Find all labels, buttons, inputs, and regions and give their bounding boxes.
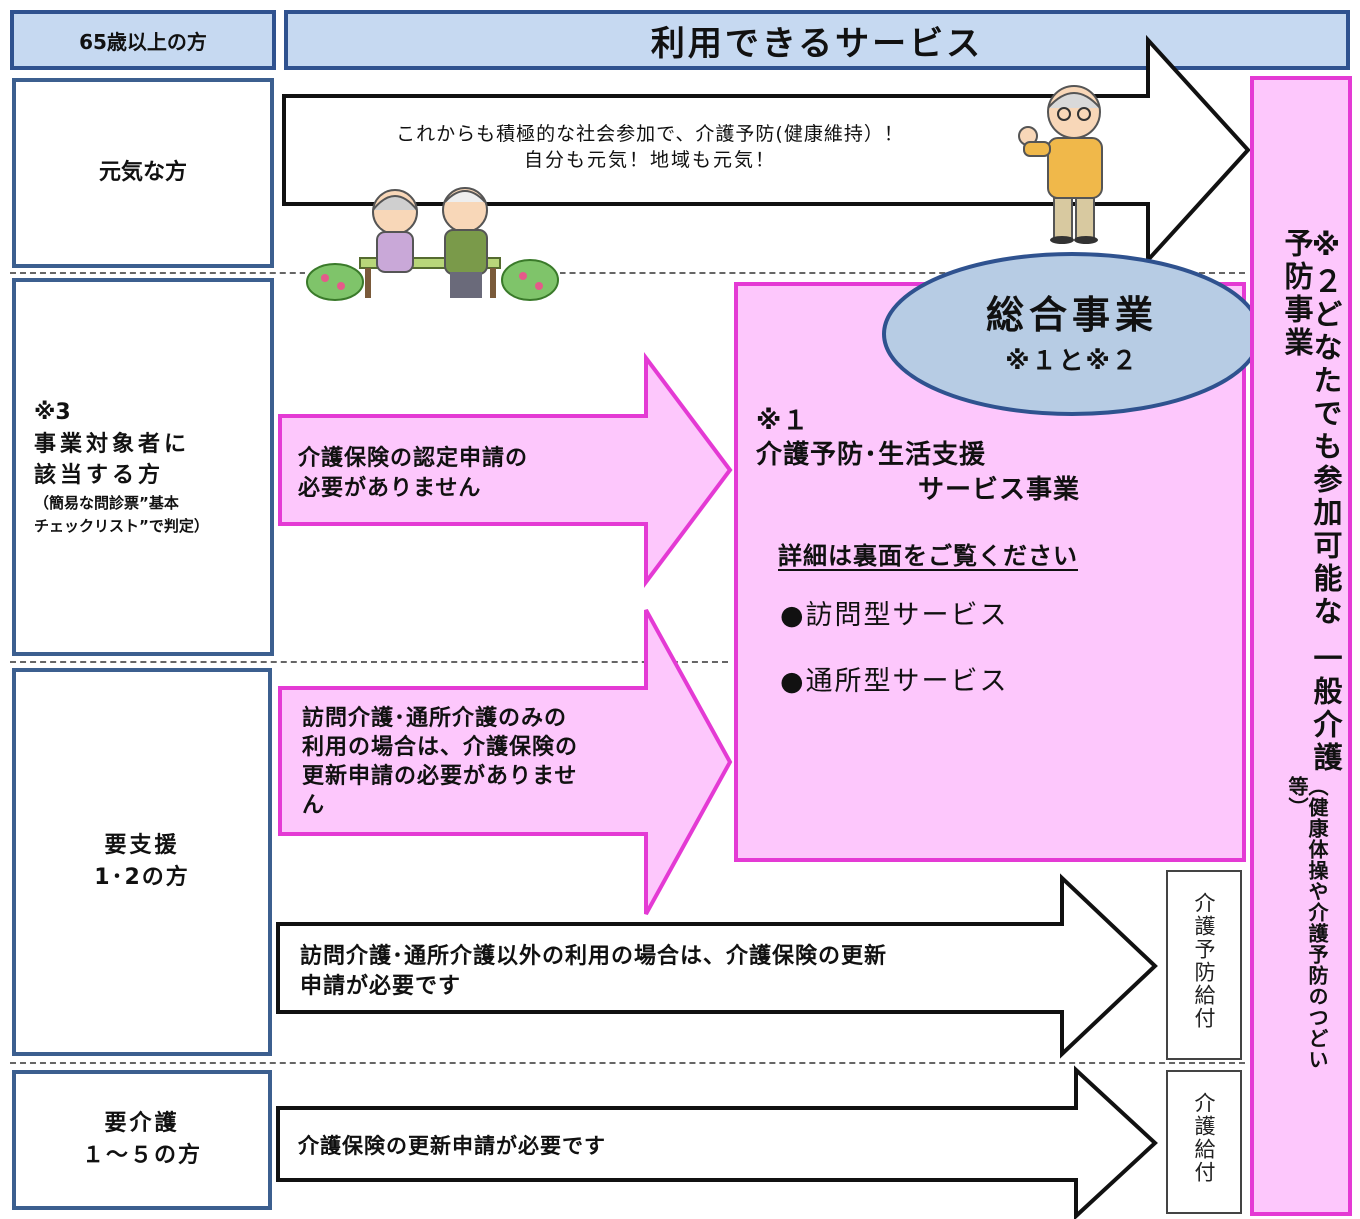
service-item-tsusho: ●通所型サービス [780,666,1009,697]
yoshien-pink-line2: 利用の場合は、介護保険の [302,735,579,761]
ippan-kaigo-yobo-sub-text: （健康体操や介護予防のつどい等） [1285,776,1329,1070]
row-yokaigo-line1: 要介護 [104,1111,180,1137]
ippan-kaigo-yobo-sub: （健康体操や介護予防のつどい等） [1285,776,1329,1076]
row-label-yokaigo: 要介護 １～５の方 [12,1070,272,1210]
yoshien-pink-line3: 更新申請の必要がありませ [302,764,578,790]
service-item-homon: ●訪問型サービス [780,600,1009,631]
old-man-illustration [1018,85,1103,244]
yoshien-pink-arrow-text: 訪問介護･通所介護のみの 利用の場合は、介護保険の 更新申請の必要がありませ ん [302,704,578,820]
separator-3 [10,1062,1245,1064]
arrow-yoshien-pink [278,609,733,915]
service-box-title: ※１ 介護予防･生活支援 サービス事業 [756,404,1080,507]
ippan-kaigo-yobo-main: ※２どなたでも参加可能な 一般介護予防事業 [1280,228,1343,788]
row-label-jigyo: ※3 事業対象者に 該当する方 （簡易な問診票”基本 チェックリスト”で判定） [12,278,274,656]
sogo-jigyo-subtitle: ※１と※２ [1005,346,1139,375]
arrow-yokaigo [276,1065,1158,1219]
header-title-bar: 利用できるサービス [284,10,1350,70]
yoshien-white-line2: 申請が必要です [300,973,462,999]
jigyo-arrow-text: 介護保険の認定申請の 必要がありません [298,444,528,503]
kaigo-kyufu-box: 介護給付 [1166,1070,1242,1214]
jigyo-arrow-line1: 介護保険の認定申請の [298,446,529,471]
row-jigyo-line3: 該当する方 [34,463,165,489]
yobo-kyufu-box: 介護予防給付 [1166,870,1242,1060]
service-box-title-line1: 介護予防･生活支援 [756,440,987,471]
header-left-text: 65歳以上の方 [79,29,207,54]
yokaigo-line1: 介護保険の更新申請が必要です [298,1134,606,1158]
row-jigyo-line4: （簡易な問診票”基本 [34,494,179,513]
row-jigyo-line5: チェックリスト”で判定） [34,516,209,535]
arrow-genki [282,34,1251,266]
header-left-label: 65歳以上の方 [10,10,276,70]
yoshien-pink-line1: 訪問介護･通所介護のみの [302,706,568,731]
row-label-genki: 元気な方 [12,78,274,268]
service-detail-link[interactable]: 詳細は裏面をご覧ください [778,542,1078,570]
jigyo-arrow-line2: 必要がありません [298,475,482,501]
yoshien-pink-line4: ん [302,793,326,819]
sogo-jigyo-title: 総合事業 [985,293,1158,337]
row-jigyo-note: ※3 [34,399,71,425]
row-yoshien-line2: 1･2の方 [94,865,190,890]
separator-1 [10,272,1245,274]
genki-arrow-line1: これからも積極的な社会参加で、介護予防(健康維持）！ [396,123,904,145]
row-label-yoshien: 要支援 1･2の方 [12,668,272,1056]
row-jigyo-line2: 事業対象者に [34,431,191,457]
yoshien-white-arrow-text: 訪問介護･通所介護以外の利用の場合は、介護保険の更新 申請が必要です [300,942,887,1001]
yokaigo-arrow-text: 介護保険の更新申請が必要です [298,1132,606,1160]
ippan-kaigo-yobo-column [1250,76,1352,1216]
row-yoshien-line1: 要支援 [104,833,180,859]
elderly-couple-bench-illustration [305,187,560,306]
row-yokaigo-line2: １～５の方 [81,1143,202,1168]
genki-arrow-text: これからも積極的な社会参加で、介護予防(健康維持）！ 自分も元気！地域も元気！ [300,122,1000,173]
arrow-jigyo [278,352,733,588]
genki-arrow-line2: 自分も元気！地域も元気！ [523,148,776,171]
ippan-kaigo-yobo-main-text: ※２どなたでも参加可能な 一般介護予防事業 [1280,228,1343,776]
separator-2 [10,661,728,663]
header-title-text: 利用できるサービス [650,23,984,64]
arrow-yoshien-white [276,873,1158,1059]
service-box-title-line2: サービス事業 [918,474,1081,505]
yoshien-white-line1: 訪問介護･通所介護以外の利用の場合は、介護保険の更新 [300,944,888,969]
service-box-note: ※１ [756,406,810,436]
row-genki-text: 元気な方 [98,160,187,186]
yobo-kyufu-text: 介護予防給付 [1192,892,1216,1030]
kaigo-kyufu-text: 介護給付 [1192,1092,1216,1184]
